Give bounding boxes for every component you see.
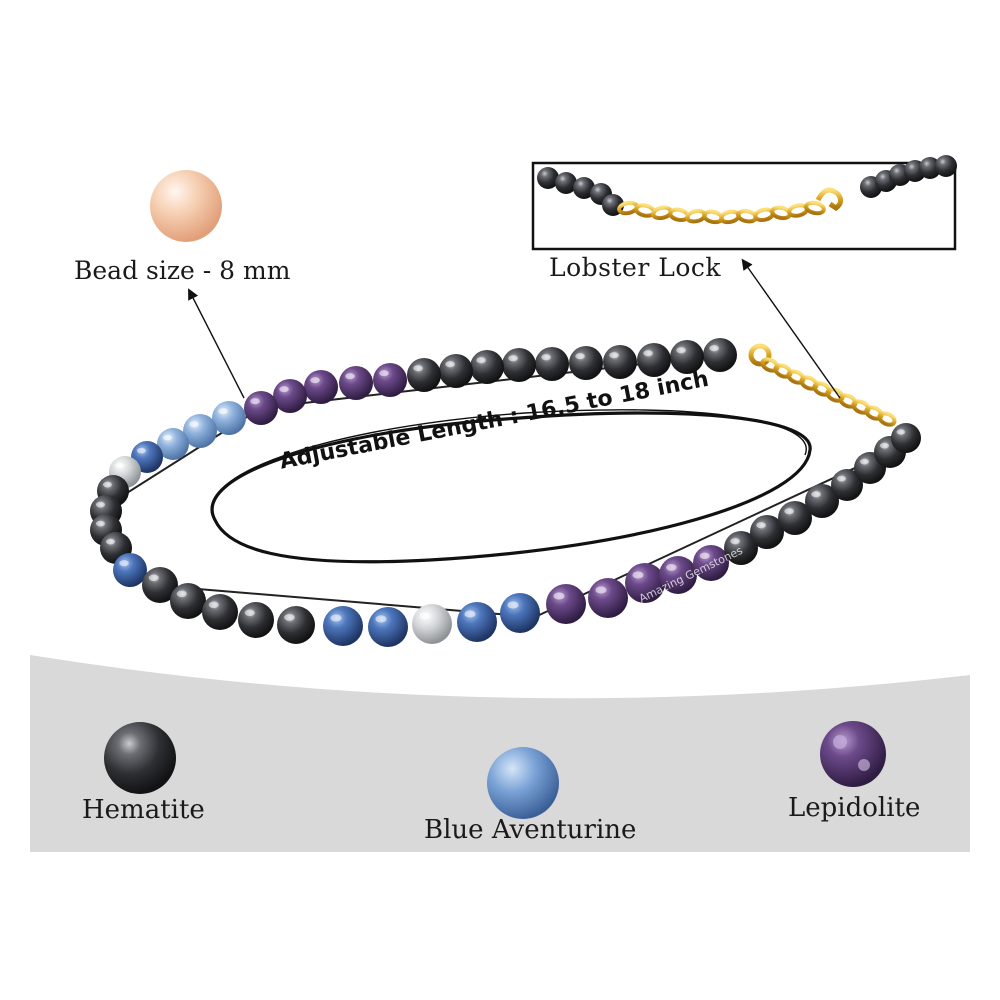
- inset-bead: [555, 172, 577, 194]
- necklace-thread: [98, 354, 916, 619]
- bead-size-sample-icon: [150, 170, 222, 242]
- bead: [439, 354, 473, 388]
- bead: [170, 583, 206, 619]
- bead: [304, 370, 338, 404]
- bead: [457, 602, 497, 642]
- bead: [368, 607, 408, 647]
- bead: [603, 345, 637, 379]
- inset-bead: [935, 155, 957, 177]
- lepidolite-label: Lepidolite: [788, 793, 921, 823]
- bottom-panel: [30, 655, 970, 852]
- necklace-beads: [90, 338, 921, 647]
- bead: [277, 606, 315, 644]
- bead-size-label: Bead size - 8 mm: [74, 256, 291, 285]
- bead: [637, 343, 671, 377]
- blue-aventurine-sample-icon: [487, 747, 559, 819]
- lepidolite-sample-icon: [820, 721, 886, 787]
- bead: [323, 606, 363, 646]
- bead: [273, 379, 307, 413]
- bead: [202, 594, 238, 630]
- bead: [339, 366, 373, 400]
- inset-bead: [919, 157, 941, 179]
- inset-bead: [537, 167, 559, 189]
- blue-aventurine-label: Blue Aventurine: [424, 815, 637, 845]
- bead: [373, 363, 407, 397]
- lobster-lock-label: Lobster Lock: [549, 253, 722, 282]
- bead: [588, 578, 628, 618]
- bead: [113, 553, 147, 587]
- bead: [891, 423, 921, 453]
- bead-size-arrow: [188, 288, 245, 399]
- inset-bead: [573, 177, 595, 199]
- bead: [470, 350, 504, 384]
- bead: [244, 391, 278, 425]
- bead: [502, 348, 536, 382]
- bead: [212, 401, 246, 435]
- bead: [569, 346, 603, 380]
- bead: [238, 602, 274, 638]
- lobster-clasp: [748, 343, 897, 427]
- bead: [535, 347, 569, 381]
- bead: [546, 584, 586, 624]
- length-ellipse: [210, 411, 812, 564]
- bead: [703, 338, 737, 372]
- hematite-sample-icon: [104, 722, 176, 794]
- bead: [407, 358, 441, 392]
- bead: [500, 593, 540, 633]
- bead: [412, 604, 452, 644]
- hematite-label: Hematite: [82, 795, 205, 825]
- clasp-inset: [531, 155, 957, 251]
- lobster-lock-arrow: [741, 258, 841, 399]
